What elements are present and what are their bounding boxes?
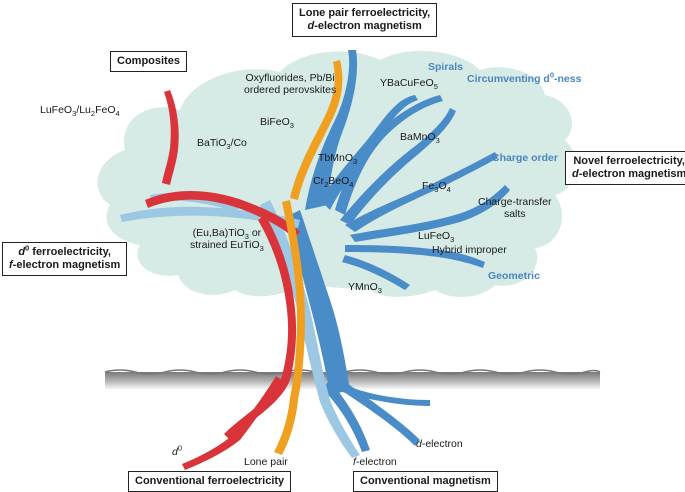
ground bbox=[105, 372, 600, 390]
root-label-f-electron: f-electron bbox=[353, 456, 397, 468]
blue-branches bbox=[290, 50, 510, 452]
box-novel-ferroelectricity: Novel ferroelectricity, d-electron magne… bbox=[565, 151, 685, 185]
label-bamno3: BaMnO3 bbox=[400, 131, 440, 146]
box-conventional-magnetism: Conventional magnetism bbox=[353, 471, 498, 492]
box-conventional-ferroelectricity: Conventional ferroelectricity bbox=[128, 471, 292, 492]
category-circumventing-d0: Circumventing d0-ness bbox=[467, 70, 582, 85]
root-label-d-electron: d-electron bbox=[416, 438, 463, 450]
box-d0-ferroelectricity: d0 ferroelectricity, f-electron magnetis… bbox=[2, 242, 128, 276]
label-ybacufeo5: YBaCuFeO5 bbox=[380, 77, 438, 92]
label-hybrid-improper: Hybrid improper bbox=[432, 244, 507, 256]
category-charge-order: Charge order bbox=[492, 152, 558, 164]
label-ymno3: YMnO3 bbox=[348, 281, 382, 296]
label-lufeo3-lu2feo4: LuFeO3/Lu2FeO4 bbox=[40, 104, 120, 119]
label-lufeo3: LuFeO3 bbox=[418, 230, 455, 245]
root-label-lone-pair: Lone pair bbox=[244, 456, 288, 468]
label-tbmno3: TbMnO3 bbox=[318, 152, 358, 167]
orange-branches bbox=[274, 60, 343, 455]
box-lone-pair-ferroelectricity: Lone pair ferroelectricity, d-electron m… bbox=[292, 3, 438, 37]
label-batio3-co: BaTiO3/Co bbox=[197, 137, 247, 152]
root-label-d0: d0 bbox=[172, 443, 183, 458]
category-geometric: Geometric bbox=[488, 270, 540, 282]
box-composites: Composites bbox=[110, 51, 187, 72]
label-bifeo3: BiFeO3 bbox=[260, 116, 294, 131]
red-branches bbox=[145, 90, 300, 470]
label-fe3o4: Fe3O4 bbox=[422, 180, 451, 195]
canopy bbox=[97, 50, 576, 297]
label-cr2beo4: Cr2BeO4 bbox=[313, 175, 354, 190]
category-spirals: Spirals bbox=[428, 61, 464, 73]
